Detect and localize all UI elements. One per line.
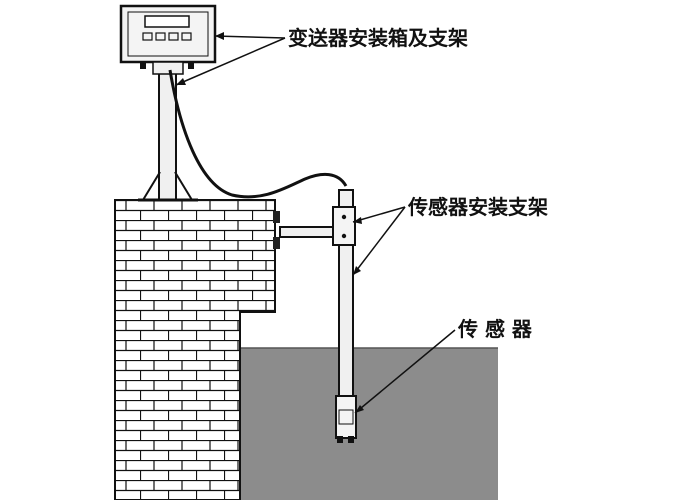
label-transmitter-box: 变送器安装箱及支架 bbox=[288, 26, 468, 50]
sensor-head bbox=[335, 395, 357, 439]
label-sensor-bracket: 传感器安装支架 bbox=[407, 195, 548, 219]
arrow-heads bbox=[176, 32, 364, 413]
wall-plate-top bbox=[273, 211, 280, 223]
transmitter-box bbox=[119, 4, 217, 75]
wall-plate-bottom bbox=[273, 237, 280, 249]
keypad-buttons bbox=[142, 32, 192, 41]
label-sensor: 传 感 器 bbox=[457, 317, 533, 341]
pipe-clamp bbox=[332, 206, 356, 246]
signal-cable bbox=[168, 69, 348, 199]
display-screen bbox=[144, 15, 190, 28]
leader-lines bbox=[175, 35, 456, 414]
pole-strut-left bbox=[142, 171, 161, 201]
water-body bbox=[240, 348, 498, 500]
pole-strut-right bbox=[174, 171, 193, 201]
bracket-arm bbox=[279, 226, 341, 238]
brick-wall bbox=[114, 199, 276, 500]
